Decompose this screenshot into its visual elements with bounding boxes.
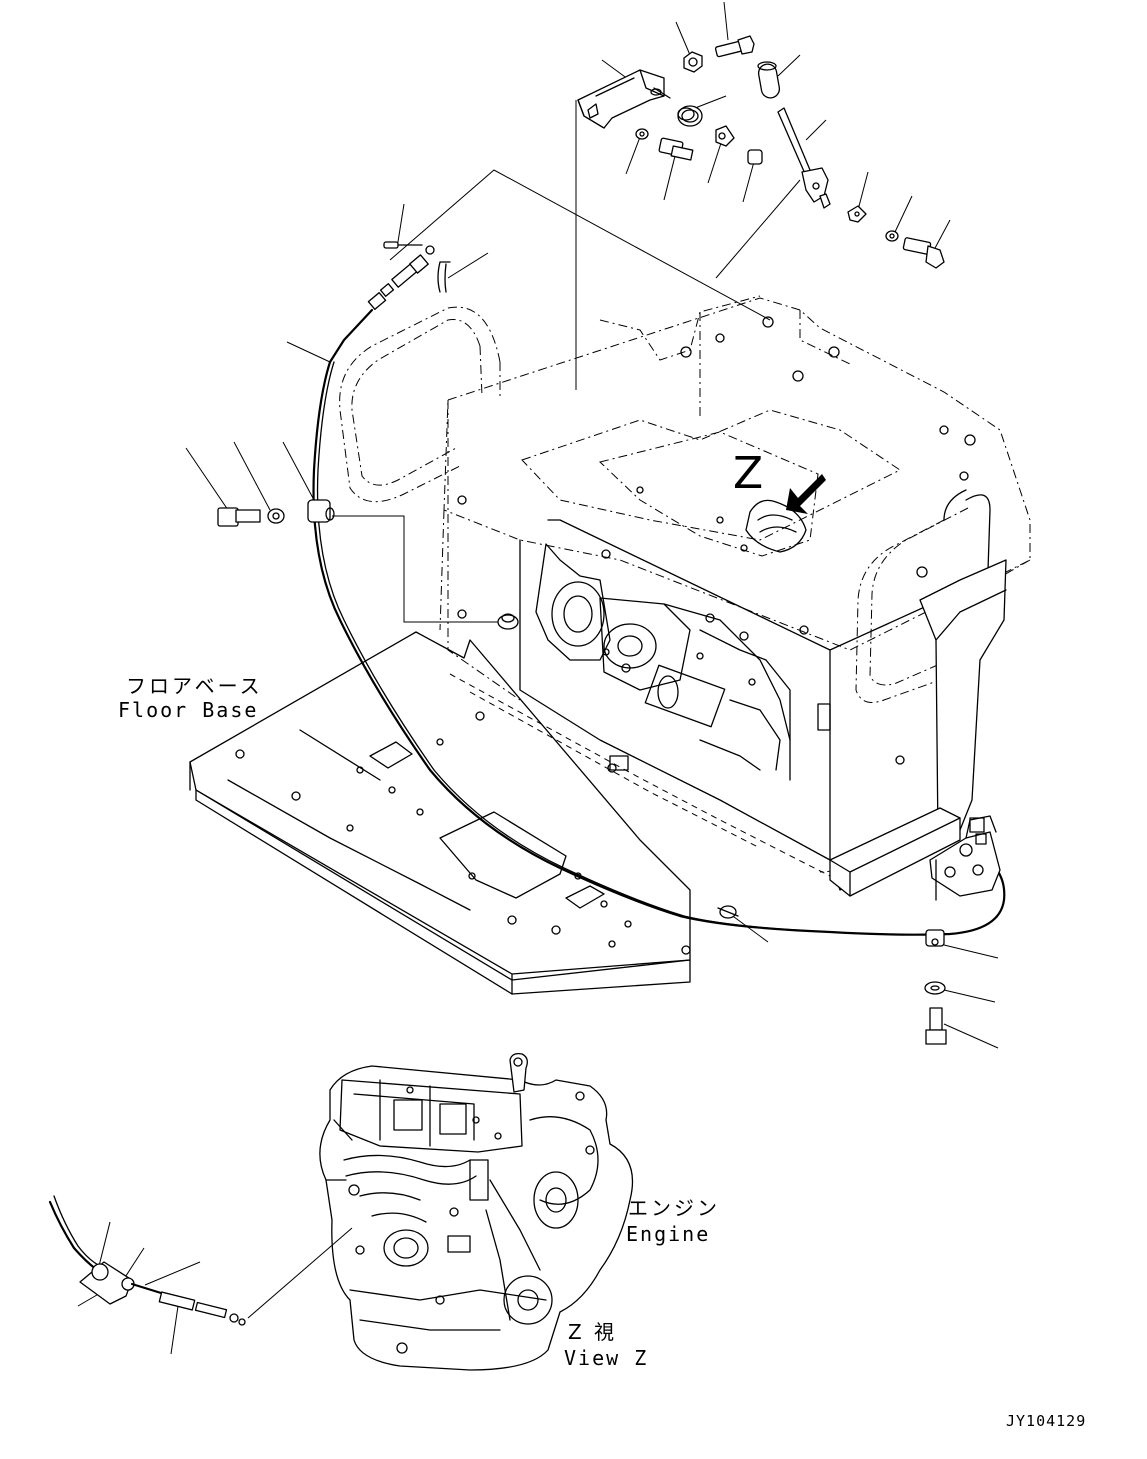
- lever-clip: [715, 125, 735, 147]
- view-z-label-en: View Z: [564, 1346, 649, 1370]
- engine-label-en: Engine: [626, 1222, 711, 1246]
- bolt-mid: [658, 137, 694, 161]
- engine-label-jp: エンジン: [628, 1196, 720, 1220]
- spring: [677, 105, 703, 127]
- bolt-top: [714, 35, 755, 58]
- washer-small-a: [635, 128, 649, 140]
- frame-holes: [457, 316, 976, 773]
- clamp-bolt: [217, 507, 261, 527]
- lever-arm: [777, 107, 831, 209]
- cotter-pin: [437, 261, 451, 293]
- hand-rail-right: [855, 489, 991, 703]
- arrow-down-left-icon: [786, 474, 826, 514]
- drawing-code: JY104129: [1006, 1412, 1087, 1430]
- rubber-boot: [757, 61, 781, 99]
- view-z-marker: Z: [733, 448, 764, 499]
- clamp-washer: [267, 508, 285, 524]
- z-opening: [598, 431, 819, 557]
- cable-clamp-right: [925, 929, 945, 947]
- control-cable: [307, 245, 1006, 947]
- clevis-pin: [383, 241, 423, 249]
- control-valve: [929, 815, 1001, 901]
- right-washer: [924, 981, 946, 995]
- engine-compartment: [449, 543, 831, 877]
- floor-base-label-en: Floor Base: [118, 698, 259, 722]
- engine-view: [319, 1052, 634, 1371]
- bushing: [747, 149, 763, 165]
- cable-clamp-mid: [717, 905, 739, 919]
- upper-bracket: [577, 69, 671, 129]
- bolt-right: [902, 237, 945, 269]
- reference-lines: [332, 100, 801, 623]
- engine-cable-detail: [48, 1195, 353, 1326]
- washer-small-c: [885, 230, 899, 242]
- hand-rail-left: [339, 306, 501, 503]
- washer-small-b: [847, 205, 867, 223]
- cable-clamp-upper: [307, 499, 335, 523]
- leader-lines: [77, 1, 999, 1355]
- cable-end-upper: [367, 245, 435, 310]
- floor-base-plate: [189, 631, 691, 995]
- corner-post: [829, 559, 1007, 897]
- spacer: [497, 613, 519, 630]
- right-bolt: [925, 1007, 947, 1045]
- floor-base-label-jp: フロアベース: [126, 674, 263, 698]
- view-z-label-jp: Z 視: [568, 1320, 618, 1344]
- hex-nut-top: [683, 51, 703, 73]
- plate-holes: [235, 711, 691, 955]
